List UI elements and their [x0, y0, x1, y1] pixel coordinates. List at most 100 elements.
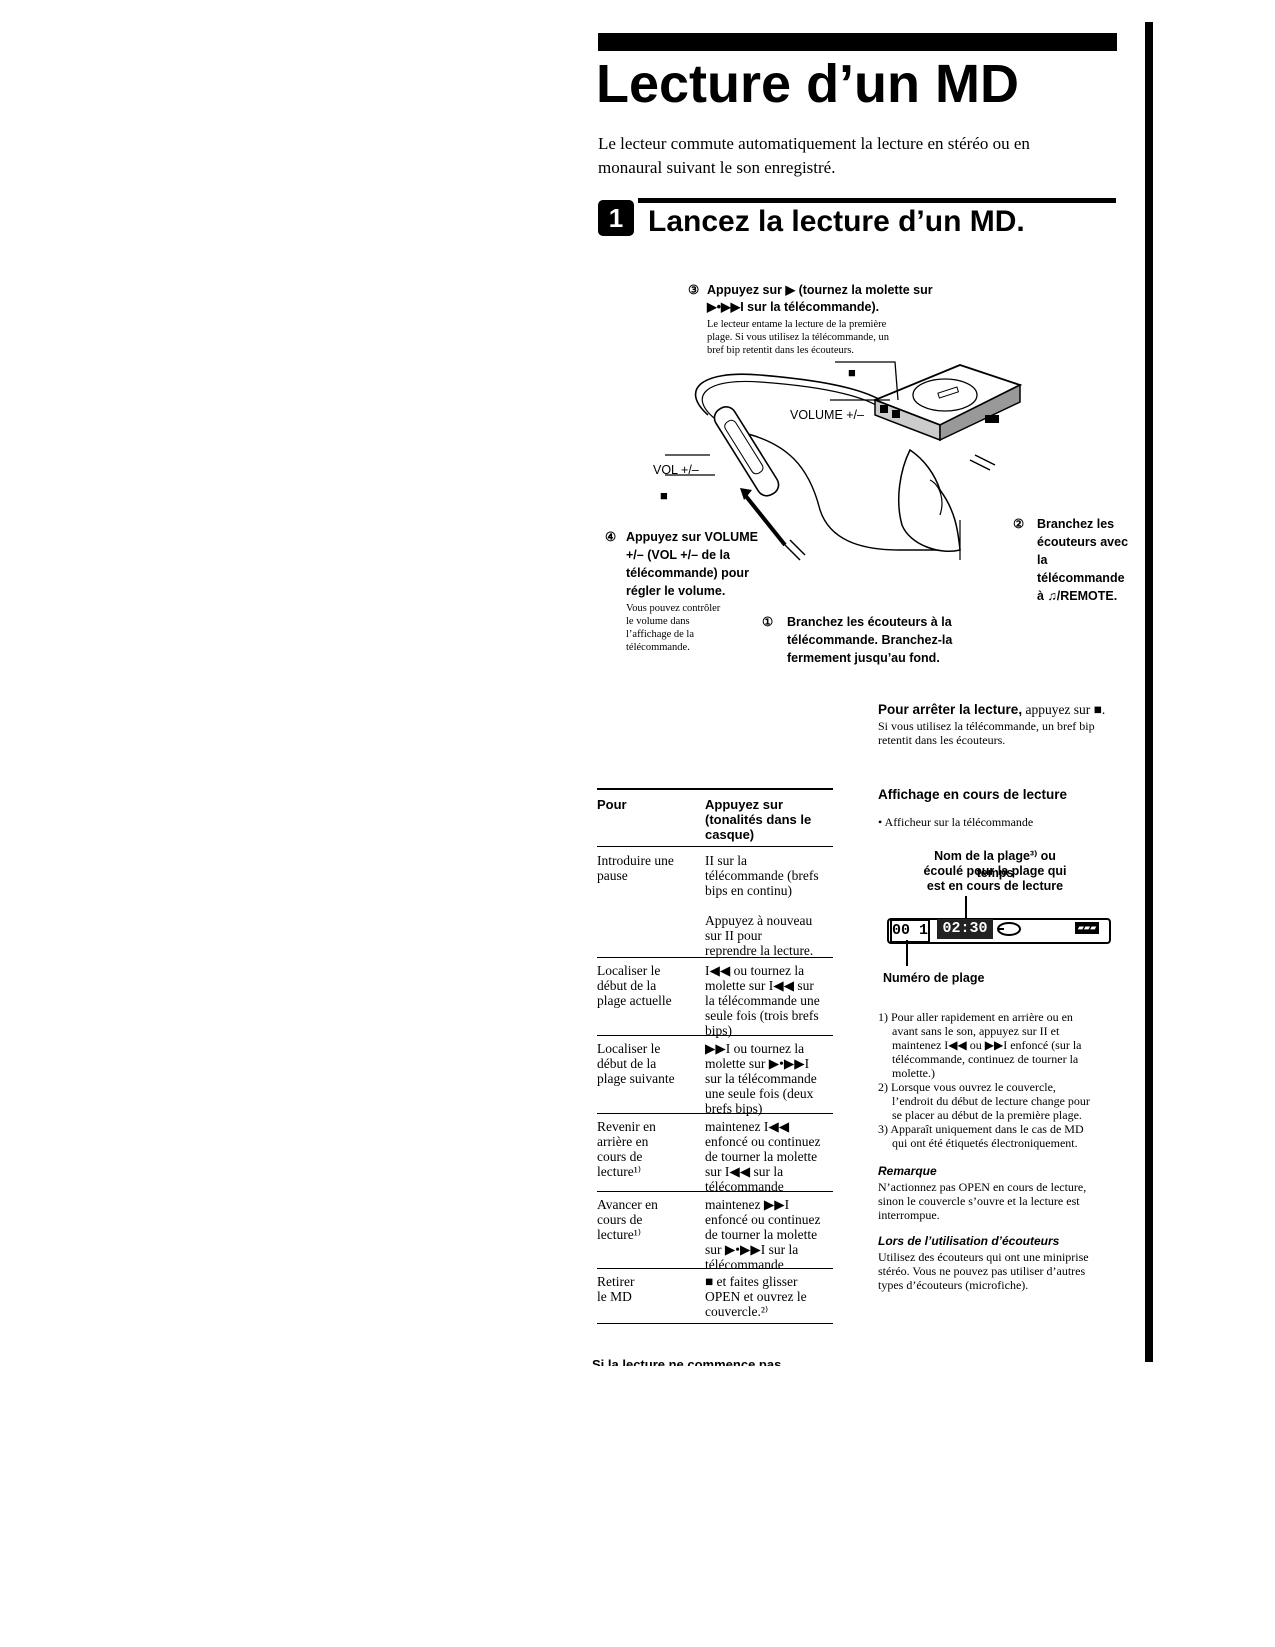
table-header-col2-line1: Appuyez sur: [705, 797, 784, 812]
table-row-separator: [597, 1113, 833, 1114]
footnote-3-line1: 3) Apparaît uniquement dans le cas de MD: [878, 1122, 1084, 1136]
display-label-top-line2: écoulé pour la plage qui: [923, 864, 1067, 878]
footnote-1-line4: télécommande, continuez de tourner la: [892, 1052, 1079, 1066]
callout-4-note-line4: télécommande.: [626, 642, 690, 653]
callout-4-note-line1: Vous pouvez contrôler: [626, 603, 721, 614]
table-row-4-press-line-5: télécommande: [705, 1179, 784, 1194]
title-top-bar: [598, 33, 1117, 51]
remark-line3: interrompue.: [878, 1208, 940, 1222]
stop-symbol-label: ■: [848, 365, 856, 380]
stop-instruction-rest: appuyez sur ■.: [1022, 702, 1106, 717]
table-row-3-press-line-4: une seule fois (deux: [705, 1086, 814, 1101]
stop-note-line1: Si vous utilisez la télécommande, un bre…: [878, 719, 1095, 733]
disc-rotation-icon: [997, 922, 1021, 936]
table-row-3-press-line-3: sur la télécommande: [705, 1071, 817, 1086]
table-row-1-press-line-6: sur II pour: [705, 928, 762, 943]
stop-note-line2: retentit dans les écouteurs.: [878, 733, 1006, 747]
table-header-col2-line3: casque): [705, 827, 755, 842]
table-row-1-press-line-7: reprendre la lecture.: [705, 943, 814, 958]
table-row-4-action-line-2: arrière en: [597, 1134, 649, 1149]
table-row-3-action-line-3: plage suivante: [597, 1071, 675, 1086]
table-row-5-press-line-1: maintenez ▶▶I: [705, 1197, 790, 1212]
footnote-2-line2: l’endroit du début de lecture change pou…: [892, 1094, 1090, 1108]
headphones-line3: types d’écouteurs (microfiche).: [878, 1278, 1029, 1292]
callout-1-line1: Branchez les écouteurs à la: [787, 615, 952, 629]
table-row-separator: [597, 1268, 833, 1269]
stop-instruction: Pour arrêter la lecture, appuyez sur ■.: [878, 702, 1105, 718]
callout-4-note-line3: l’affichage de la: [626, 629, 695, 640]
table-header-col1: Pour: [597, 797, 627, 812]
display-heading: Affichage en cours de lecture: [878, 787, 1068, 802]
callout-3-note-line1: Le lecteur entame la lecture de la premi…: [707, 319, 887, 330]
headphones-line2: stéréo. Vous ne pouvez pas utiliser d’au…: [878, 1264, 1086, 1278]
table-row-5-press-line-4: sur ▶•▶▶I sur la: [705, 1242, 799, 1257]
table-row-4-action-line-3: cours de: [597, 1149, 643, 1164]
page-edge-bar: [1145, 22, 1153, 1362]
callout-3-title-line2: ▶•▶▶I sur la télécommande).: [707, 300, 880, 314]
volume-label: VOLUME +/–: [790, 408, 864, 422]
table-row-4-action-line-4: lecture¹⁾: [597, 1164, 642, 1179]
table-row-3-action-line-2: début de la: [597, 1056, 657, 1071]
table-top-rule: [597, 788, 833, 790]
table-row-2-press-line-5: bips): [705, 1023, 732, 1038]
table-row-4-press-line-3: de tourner la molette: [705, 1149, 818, 1164]
table-row-6-press-line-3: couvercle.²⁾: [705, 1304, 769, 1319]
footnote-2-line3: se placer au début de la première plage.: [892, 1108, 1082, 1122]
step-heading: Lancez la lecture d’un MD.: [648, 205, 1025, 238]
table-row-6-action-line-1: Retirer: [597, 1274, 635, 1289]
callout-3-note-line2: plage. Si vous utilisez la télécommande,…: [707, 332, 889, 343]
table-row-1-press-line-5: Appuyez à nouveau: [705, 913, 813, 928]
footnote-1-line3: maintenez I◀◀ ou ▶▶I enfoncé (sur la: [892, 1038, 1082, 1052]
callout-1-line2: télécommande. Branchez-la: [787, 633, 953, 647]
remote-stop-symbol-label: ■: [660, 488, 668, 503]
table-row-5-action-line-1: Avancer en: [597, 1197, 658, 1212]
remark-line2: sinon le couvercle s’ouvre et la lecture…: [878, 1194, 1080, 1208]
footnote-3-line2: qui ont été étiquetés électroniquement.: [892, 1136, 1078, 1150]
battery-icon: ▰▰▰: [1075, 922, 1099, 934]
callout-4-number: ④: [605, 530, 617, 544]
remark-line1: N’actionnez pas OPEN en cours de lecture…: [878, 1180, 1087, 1194]
section-heading-cut: Si la lecture ne commence pas: [592, 1357, 782, 1366]
table-row-5-press-line-3: de tourner la molette: [705, 1227, 818, 1242]
table-row-3-action-line-1: Localiser le: [597, 1041, 661, 1056]
display-label-top-line1: Nom de la plage³⁾ ou temps: [934, 849, 1056, 880]
callout-3-note-line3: bref bip retentit dans les écouteurs.: [707, 345, 854, 356]
footnote-1-line1: 1) Pour aller rapidement en arrière ou e…: [878, 1010, 1073, 1024]
table-row-6-press-line-2: OPEN et ouvrez le: [705, 1289, 807, 1304]
display-pointer-bottom: [906, 940, 908, 966]
table-row-separator: [597, 957, 833, 958]
footnote-1-line5: molette.): [892, 1066, 935, 1080]
table-row-2-action-line-2: début de la: [597, 978, 657, 993]
table-row-4-press-line-4: sur I◀◀ sur la: [705, 1164, 784, 1179]
headphones-line1: Utilisez des écouteurs qui ont une minip…: [878, 1250, 1089, 1264]
table-row-separator: [597, 1191, 833, 1192]
table-row-2-action-line-1: Localiser le: [597, 963, 661, 978]
table-header-rule: [597, 846, 833, 847]
callout-3-title-line1: Appuyez sur ▶ (tournez la molette sur: [707, 283, 933, 297]
lcd-track-number: 00 1: [890, 919, 930, 943]
callout-2-line1: Branchez les: [1037, 517, 1115, 531]
table-row-1-action-line-1: Introduire une: [597, 853, 674, 868]
display-bullet: • Afficheur sur la télécommande: [878, 815, 1034, 829]
table-row-6-action-line-2: le MD: [597, 1289, 632, 1304]
step-rule: [638, 198, 1116, 203]
lcd-elapsed-time: 02:30: [937, 919, 993, 939]
md-player-illustration: [665, 361, 1023, 561]
callout-4-line4: régler le volume.: [626, 584, 726, 598]
footnote-2-line1: 2) Lorsque vous ouvrez le couvercle,: [878, 1080, 1056, 1094]
callout-2-line3: la: [1037, 553, 1048, 567]
callout-4-line2: +/– (VOL +/– de la: [626, 548, 730, 562]
callout-4-note-line2: le volume dans: [626, 616, 690, 627]
callout-2-line5: à ♫/REMOTE.: [1037, 589, 1118, 603]
table-row-3-press-line-5: brefs bips): [705, 1101, 763, 1116]
remote-lcd-display: [887, 918, 1111, 944]
callout-2-line4: télécommande: [1037, 571, 1125, 585]
table-row-separator: [597, 1035, 833, 1036]
vol-label: VOL +/–: [653, 463, 699, 477]
display-label-top-line3: est en cours de lecture: [926, 879, 1064, 893]
step-number-badge: 1: [598, 200, 634, 236]
table-row-4-action-line-1: Revenir en: [597, 1119, 656, 1134]
table-row-4-press-line-1: maintenez I◀◀: [705, 1119, 790, 1134]
display-label-bottom: Numéro de plage: [883, 971, 985, 985]
table-row-3-press-line-2: molette sur ▶•▶▶I: [705, 1056, 810, 1071]
